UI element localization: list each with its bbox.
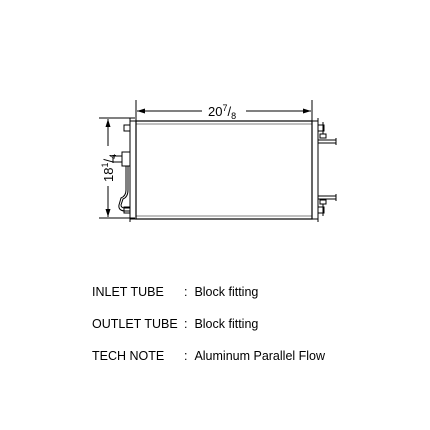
right-header-tank	[311, 118, 319, 222]
left-header-tank	[129, 118, 137, 222]
condenser-core	[135, 120, 313, 220]
block-fitting	[112, 151, 131, 212]
spec-value: : Block fitting	[184, 285, 259, 299]
width-label-bg	[202, 100, 246, 118]
spec-label: OUTLET TUBE	[92, 317, 178, 331]
right-pins	[318, 138, 337, 201]
spec-value: : Block fitting	[184, 317, 259, 331]
spec-label: INLET TUBE	[92, 285, 164, 299]
mounting-brackets	[123, 122, 327, 216]
width-label: 207/8	[208, 103, 236, 121]
spec-value: : Aluminum Parallel Flow	[184, 349, 326, 363]
condenser-diagram: 207/8 181/4	[98, 100, 337, 222]
spec-label: TECH NOTE	[92, 349, 165, 363]
